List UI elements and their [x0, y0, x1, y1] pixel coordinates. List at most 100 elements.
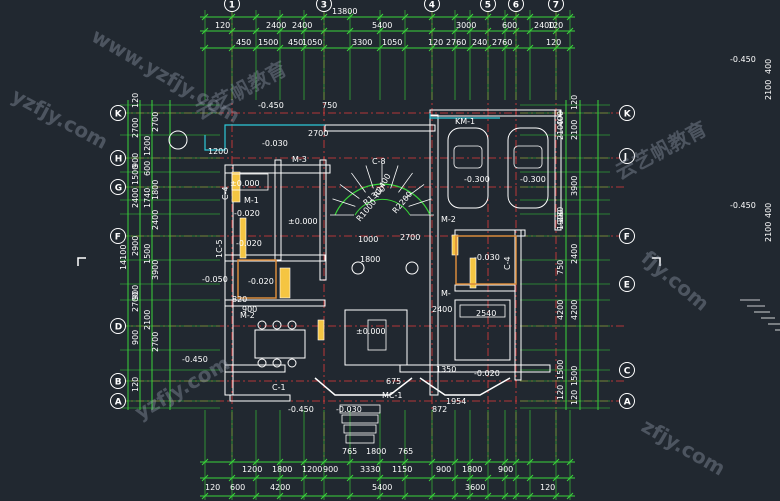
dim-bottom-row2: 120: [540, 483, 555, 492]
axis-bubble-right: [619, 362, 635, 378]
axis-bubble-top-label: 5: [485, 1, 491, 11]
dim-top-row2: 1500: [258, 38, 278, 47]
axis-bubble-right-label: J: [623, 153, 627, 163]
label-m2b: M-2: [240, 311, 255, 320]
dim-top-row1: 2400: [292, 21, 312, 30]
car-outline: [447, 127, 489, 209]
dim-left-col: 2700: [131, 118, 140, 138]
dim-left-col: 120: [131, 377, 140, 392]
axis-bubble-top: [316, 0, 332, 12]
dim-right-edge: -0.450: [730, 55, 756, 64]
dim-left-col: 900: [131, 330, 140, 345]
dim-bottom-row1: 900: [498, 465, 513, 474]
dim-bottom-row2: 600: [230, 483, 245, 492]
dim-left-inner: 2700: [151, 112, 160, 132]
misc-dim: 2700: [308, 129, 328, 138]
axis-bubble-right-label: C: [624, 367, 631, 377]
axis-bubble-left-label: H: [115, 155, 123, 165]
axis-bubble-top: [480, 0, 496, 12]
level-l15: -0.030: [336, 405, 362, 414]
watermark: yzfjy.com: [8, 83, 112, 154]
dim-top-row1: 5400: [372, 21, 392, 30]
dim-top-total: 13800: [332, 7, 357, 16]
dim-bottom-row1: 1800: [462, 465, 482, 474]
room-outline: [237, 259, 277, 299]
axis-bubble-left: [110, 318, 126, 334]
dim-right-inner: 400: [556, 111, 565, 126]
axis-bubble-right-label: A: [624, 398, 631, 408]
misc-dim: 1000: [358, 235, 378, 244]
dim-stair: 765: [398, 447, 413, 456]
misc-dim: 1350: [436, 365, 456, 374]
label-km1: KM-1: [455, 117, 475, 126]
bed: [454, 299, 511, 361]
axis-bubble-right: [619, 228, 635, 244]
chair: [257, 320, 267, 330]
level-l7: -0.020: [236, 239, 262, 248]
chair: [287, 320, 297, 330]
level-l6: -0.020: [234, 209, 260, 218]
kitchen-counter: [231, 173, 269, 191]
wall-segment: [399, 364, 551, 373]
stair-tread: [408, 198, 432, 207]
dim-right-edge: 2100: [764, 222, 773, 242]
axis-bubble-right: [619, 276, 635, 292]
axis-bubble-top: [548, 0, 564, 12]
dim-right-col: 4200: [570, 300, 579, 320]
level-l3: -0.300: [464, 175, 490, 184]
room-outline: [455, 235, 517, 285]
axis-bubble-right: [619, 148, 635, 164]
dining-table: [254, 329, 306, 359]
level-l2: -0.030: [262, 139, 288, 148]
corner-mark: [652, 257, 661, 266]
dim-top-row2: 1050: [382, 38, 402, 47]
cyan-boundary: [429, 113, 500, 119]
misc-dim: 2540: [476, 309, 496, 318]
label-m2a: M-2: [441, 215, 456, 224]
dim-top-row1: 120: [548, 21, 563, 30]
stair-arc-inner: [354, 198, 411, 216]
dim-top-row2: 450: [236, 38, 251, 47]
dim-top-row2: 3300: [352, 38, 372, 47]
axis-bubble-right-label: F: [624, 233, 630, 243]
watermark: zfjy.com: [638, 414, 730, 481]
dim-right-inner: 750: [556, 260, 565, 275]
dim-top-row2: 2760: [492, 38, 512, 47]
dim-top-row1: 600: [502, 21, 517, 30]
dim-left-inner: 1740: [143, 188, 152, 208]
wall-segment: [319, 159, 327, 281]
level-l12: -0.050: [202, 275, 228, 284]
axis-bubble-left: [110, 228, 126, 244]
level-l13: -0.450: [182, 355, 208, 364]
wall-segment: [324, 124, 436, 132]
dim-right-col: 120: [570, 390, 579, 405]
bay-window: [419, 377, 511, 396]
dim-bottom-row1: 1200: [242, 465, 262, 474]
chair: [272, 358, 282, 368]
level-l8: ±0.000: [230, 179, 260, 188]
dim-right-inner: 2100: [556, 120, 565, 140]
column: [351, 261, 365, 275]
axis-bubble-left-label: F: [115, 233, 121, 243]
entrance-step: [345, 434, 375, 444]
dim-top-row2: 240: [472, 38, 487, 47]
misc-dim: 1954: [446, 397, 466, 406]
misc-dim: 1800: [360, 255, 380, 264]
dim-left-inner: 600: [143, 161, 152, 176]
dim-top-row1: 120: [215, 21, 230, 30]
axis-bubble-right: [619, 393, 635, 409]
level-l10: ±0.000: [356, 327, 386, 336]
stair-tread: [332, 198, 356, 207]
dim-left-col: 1500: [131, 165, 140, 185]
level-l11: -0.020: [248, 277, 274, 286]
wall-fill: [279, 267, 291, 299]
dim-bottom-row1: 1200: [302, 465, 322, 474]
axis-bubble-top: [424, 0, 440, 12]
column: [405, 261, 419, 275]
dim-left-col: 2400: [131, 188, 140, 208]
bay-window: [314, 377, 413, 396]
label-c1: C-1: [272, 383, 286, 392]
